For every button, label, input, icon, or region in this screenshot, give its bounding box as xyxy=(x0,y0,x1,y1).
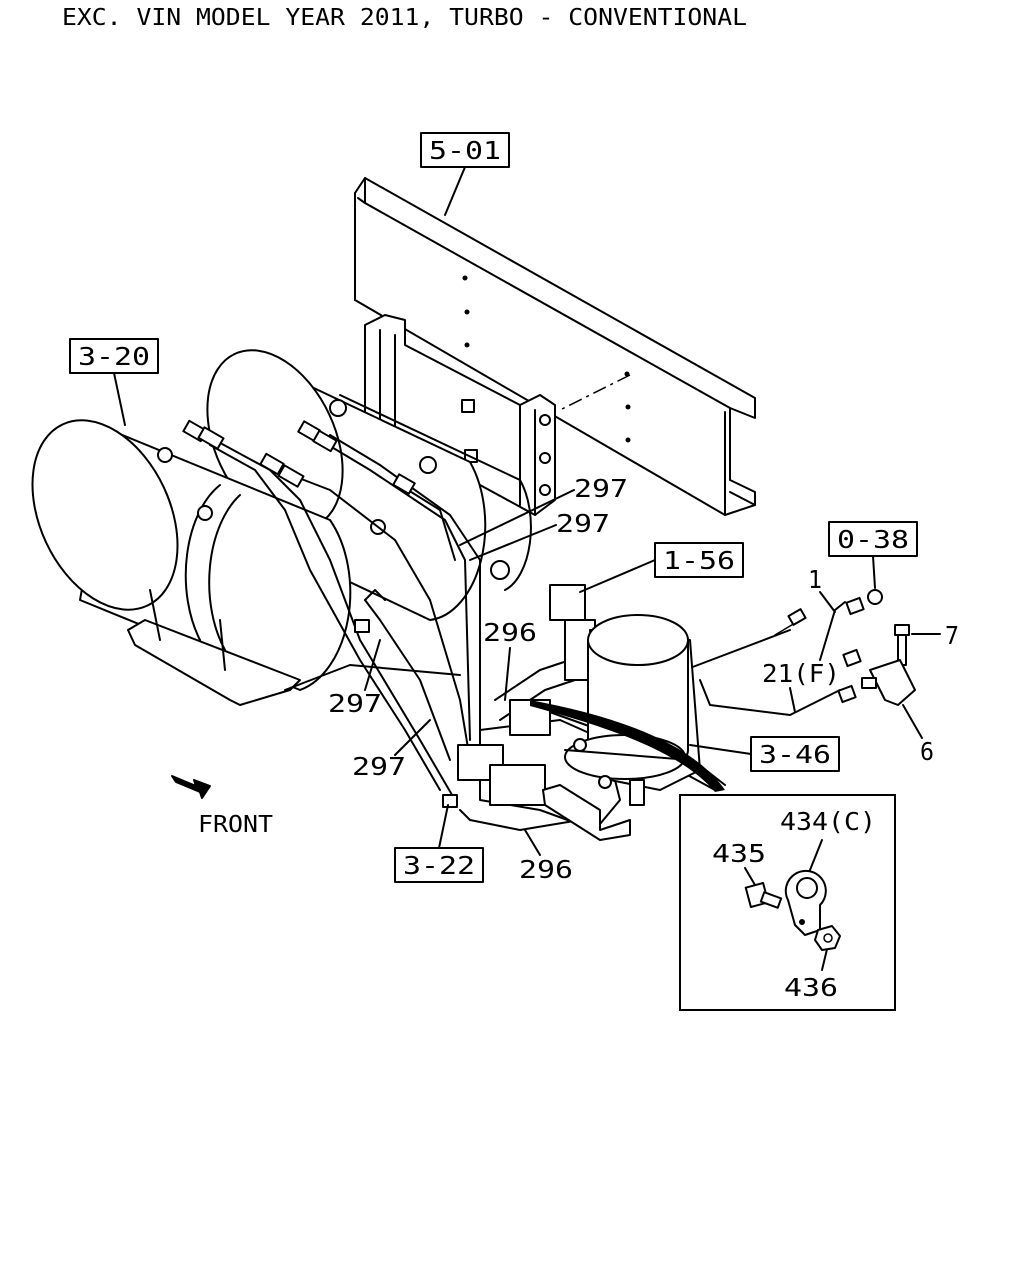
callout-6: 6 xyxy=(920,737,934,766)
callout-297-second: 297 xyxy=(556,509,610,538)
callout-435: 435 xyxy=(712,839,766,868)
tank-bracket xyxy=(364,314,556,516)
callout-434c: 434(C) xyxy=(780,807,876,836)
ref-box-3-22[interactable]: 3-22 xyxy=(394,847,484,883)
ref-5-01-label: 5-01 xyxy=(429,136,501,165)
ref-box-0-38[interactable]: 0-38 xyxy=(828,521,918,557)
air-tank-front xyxy=(31,419,386,691)
ref-3-20-label: 3-20 xyxy=(78,342,150,371)
detail-inset: 434(C) 435 436 xyxy=(679,794,896,1011)
callout-436: 436 xyxy=(784,973,838,1002)
front-direction-arrow xyxy=(171,775,211,799)
callout-1: 1 xyxy=(808,565,822,594)
ref-1-56-label: 1-56 xyxy=(663,546,735,575)
ref-box-3-46[interactable]: 3-46 xyxy=(750,736,840,772)
ref-box-1-56[interactable]: 1-56 xyxy=(654,542,744,578)
diagram-title: EXC. VIN MODEL YEAR 2011, TURBO - CONVEN… xyxy=(62,5,747,31)
clip-icon xyxy=(784,869,827,936)
ref-3-22-label: 3-22 xyxy=(403,851,475,880)
callout-296-upper: 296 xyxy=(483,618,537,647)
callout-297-left: 297 xyxy=(328,689,382,718)
line-fittings xyxy=(182,419,458,808)
callout-297-upper: 297 xyxy=(574,474,628,503)
ref-box-3-20[interactable]: 3-20 xyxy=(69,338,159,374)
frame-rail xyxy=(354,177,756,516)
callout-7: 7 xyxy=(945,621,959,650)
callout-296-lower: 296 xyxy=(519,855,573,884)
front-label: FRONT xyxy=(198,812,273,838)
right-fittings xyxy=(787,589,916,706)
tank-base-bracket xyxy=(127,589,301,706)
bolt-icon xyxy=(744,882,783,909)
ref-0-38-label: 0-38 xyxy=(837,525,909,554)
nut-icon xyxy=(814,925,841,951)
callout-21f: 21(F) xyxy=(762,659,840,688)
ref-3-46-label: 3-46 xyxy=(759,740,831,769)
callout-297-lower: 297 xyxy=(352,752,406,781)
ref-box-5-01[interactable]: 5-01 xyxy=(420,132,510,168)
